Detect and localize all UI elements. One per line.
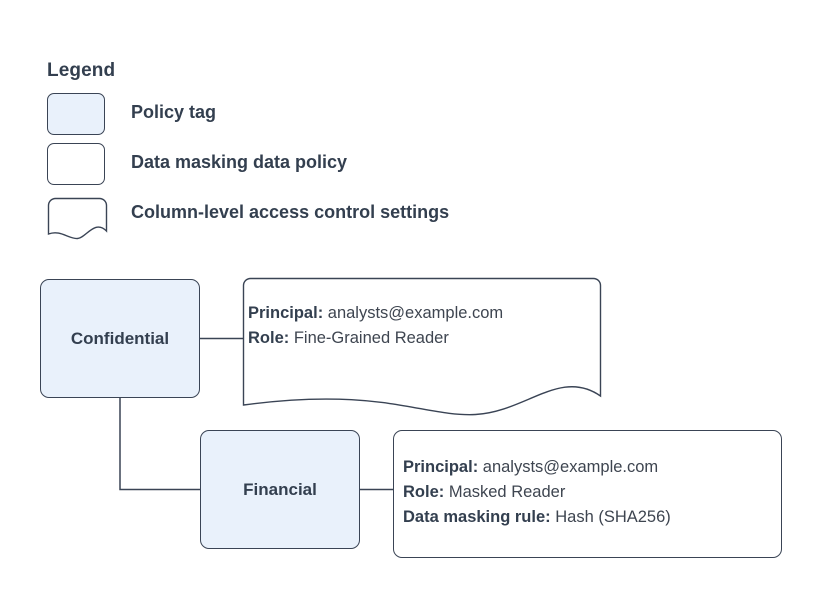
data-policy-swatch xyxy=(47,143,105,185)
callout-confidential-shape xyxy=(242,277,602,416)
callout-line: Principal: analysts@example.com xyxy=(248,301,503,326)
callout-line: Principal: analysts@example.com xyxy=(403,455,671,480)
data-policy-callout-financial-text: Principal: analysts@example.com Role: Ma… xyxy=(403,455,671,530)
callout-line: Role: Masked Reader xyxy=(403,480,671,505)
callout-line-label: Principal: xyxy=(248,304,324,322)
legend-label-access-settings: Column-level access control settings xyxy=(131,202,450,222)
callout-line-value: analysts@example.com xyxy=(478,458,659,476)
callout-line-label: Data masking rule: xyxy=(403,508,551,526)
data-policy-callout-financial[interactable]: Principal: analysts@example.com Role: Ma… xyxy=(393,430,782,558)
policy-tag-node-confidential[interactable]: Confidential xyxy=(40,279,200,398)
callout-line-value: Hash (SHA256) xyxy=(550,508,671,526)
policy-tag-swatch xyxy=(47,93,105,135)
policy-tag-node-confidential-label: Confidential xyxy=(70,328,170,348)
policy-tag-node-financial[interactable]: Financial xyxy=(200,430,360,549)
callout-line-value: Fine-Grained Reader xyxy=(289,329,449,347)
policy-tag-node-financial-label: Financial xyxy=(243,479,317,499)
callout-line-value: Masked Reader xyxy=(444,483,566,501)
callout-line-value: analysts@example.com xyxy=(323,304,504,322)
connector-confidential-to-financial xyxy=(119,398,200,491)
access-settings-swatch-shape xyxy=(47,197,108,240)
access-settings-callout-confidential[interactable]: Principal: analysts@example.com Role: Fi… xyxy=(242,278,602,400)
legend-label-policy-tag: Policy tag xyxy=(131,102,217,122)
access-settings-callout-confidential-text: Principal: analysts@example.com Role: Fi… xyxy=(248,301,503,351)
callout-line-label: Role: xyxy=(403,483,445,501)
legend-title: Legend xyxy=(47,60,116,81)
callout-line-label: Principal: xyxy=(403,458,479,476)
legend-label-data-policy: Data masking data policy xyxy=(131,152,348,172)
callout-line: Data masking rule: Hash (SHA256) xyxy=(403,505,671,530)
callout-line-label: Role: xyxy=(248,329,290,347)
callout-line: Role: Fine-Grained Reader xyxy=(248,326,503,351)
